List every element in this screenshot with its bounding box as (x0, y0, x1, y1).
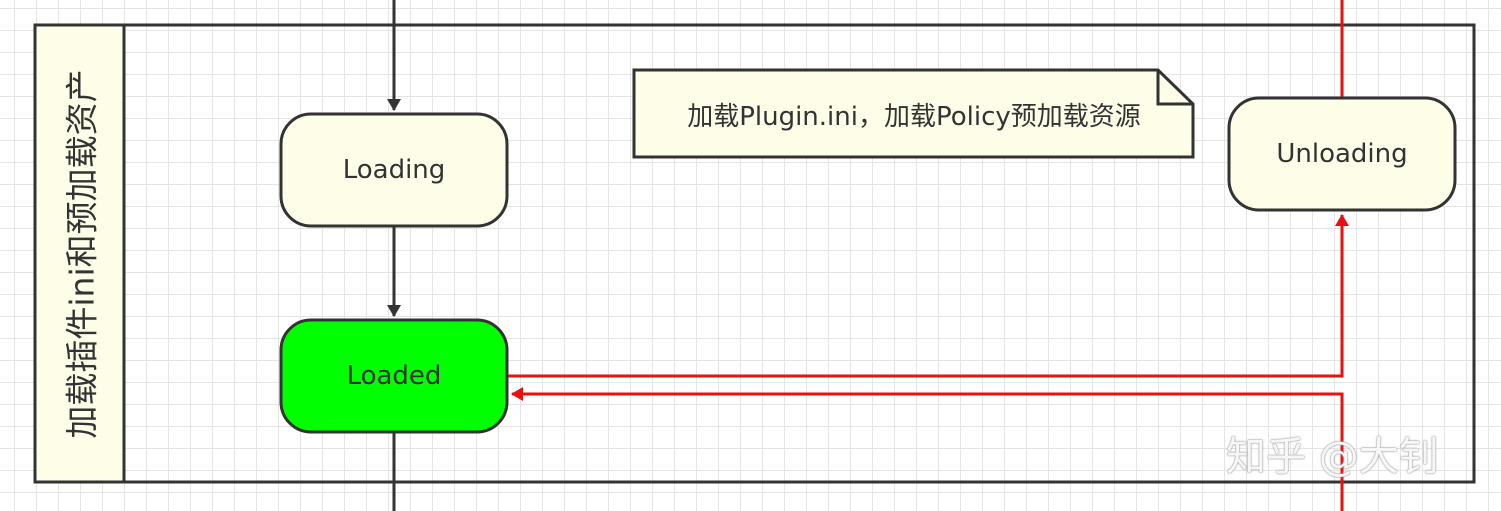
loaded-node-shape (279, 318, 509, 434)
swimlane-title-text: 加载插件ini和预加载资产 (62, 68, 102, 439)
note: 加载Plugin.ini，加载Policy预加载资源 (636, 72, 1192, 156)
note-fold (1156, 70, 1193, 106)
note-text: 加载Plugin.ini，加载Policy预加载资源 (687, 101, 1141, 132)
note-shape (632, 68, 1195, 159)
unloading-node-shape (1227, 96, 1457, 212)
state-loading: Loading (282, 115, 506, 225)
swimlane-title: 加载插件ini和预加载资产 (36, 26, 123, 481)
loading-node-shape (279, 112, 509, 228)
state-unloading-label: Unloading (1276, 139, 1408, 169)
state-loading-label: Loading (342, 155, 446, 185)
loaded-to-unloading-edge (508, 214, 1349, 378)
state-loaded: Loaded (282, 321, 506, 431)
watermark: 知乎 @大钊 (1226, 434, 1439, 480)
state-unloading: Unloading (1230, 99, 1454, 209)
return-to-loaded-edge (511, 387, 1344, 511)
swimlane-header (33, 23, 126, 484)
state-loaded-label: Loaded (346, 361, 442, 391)
